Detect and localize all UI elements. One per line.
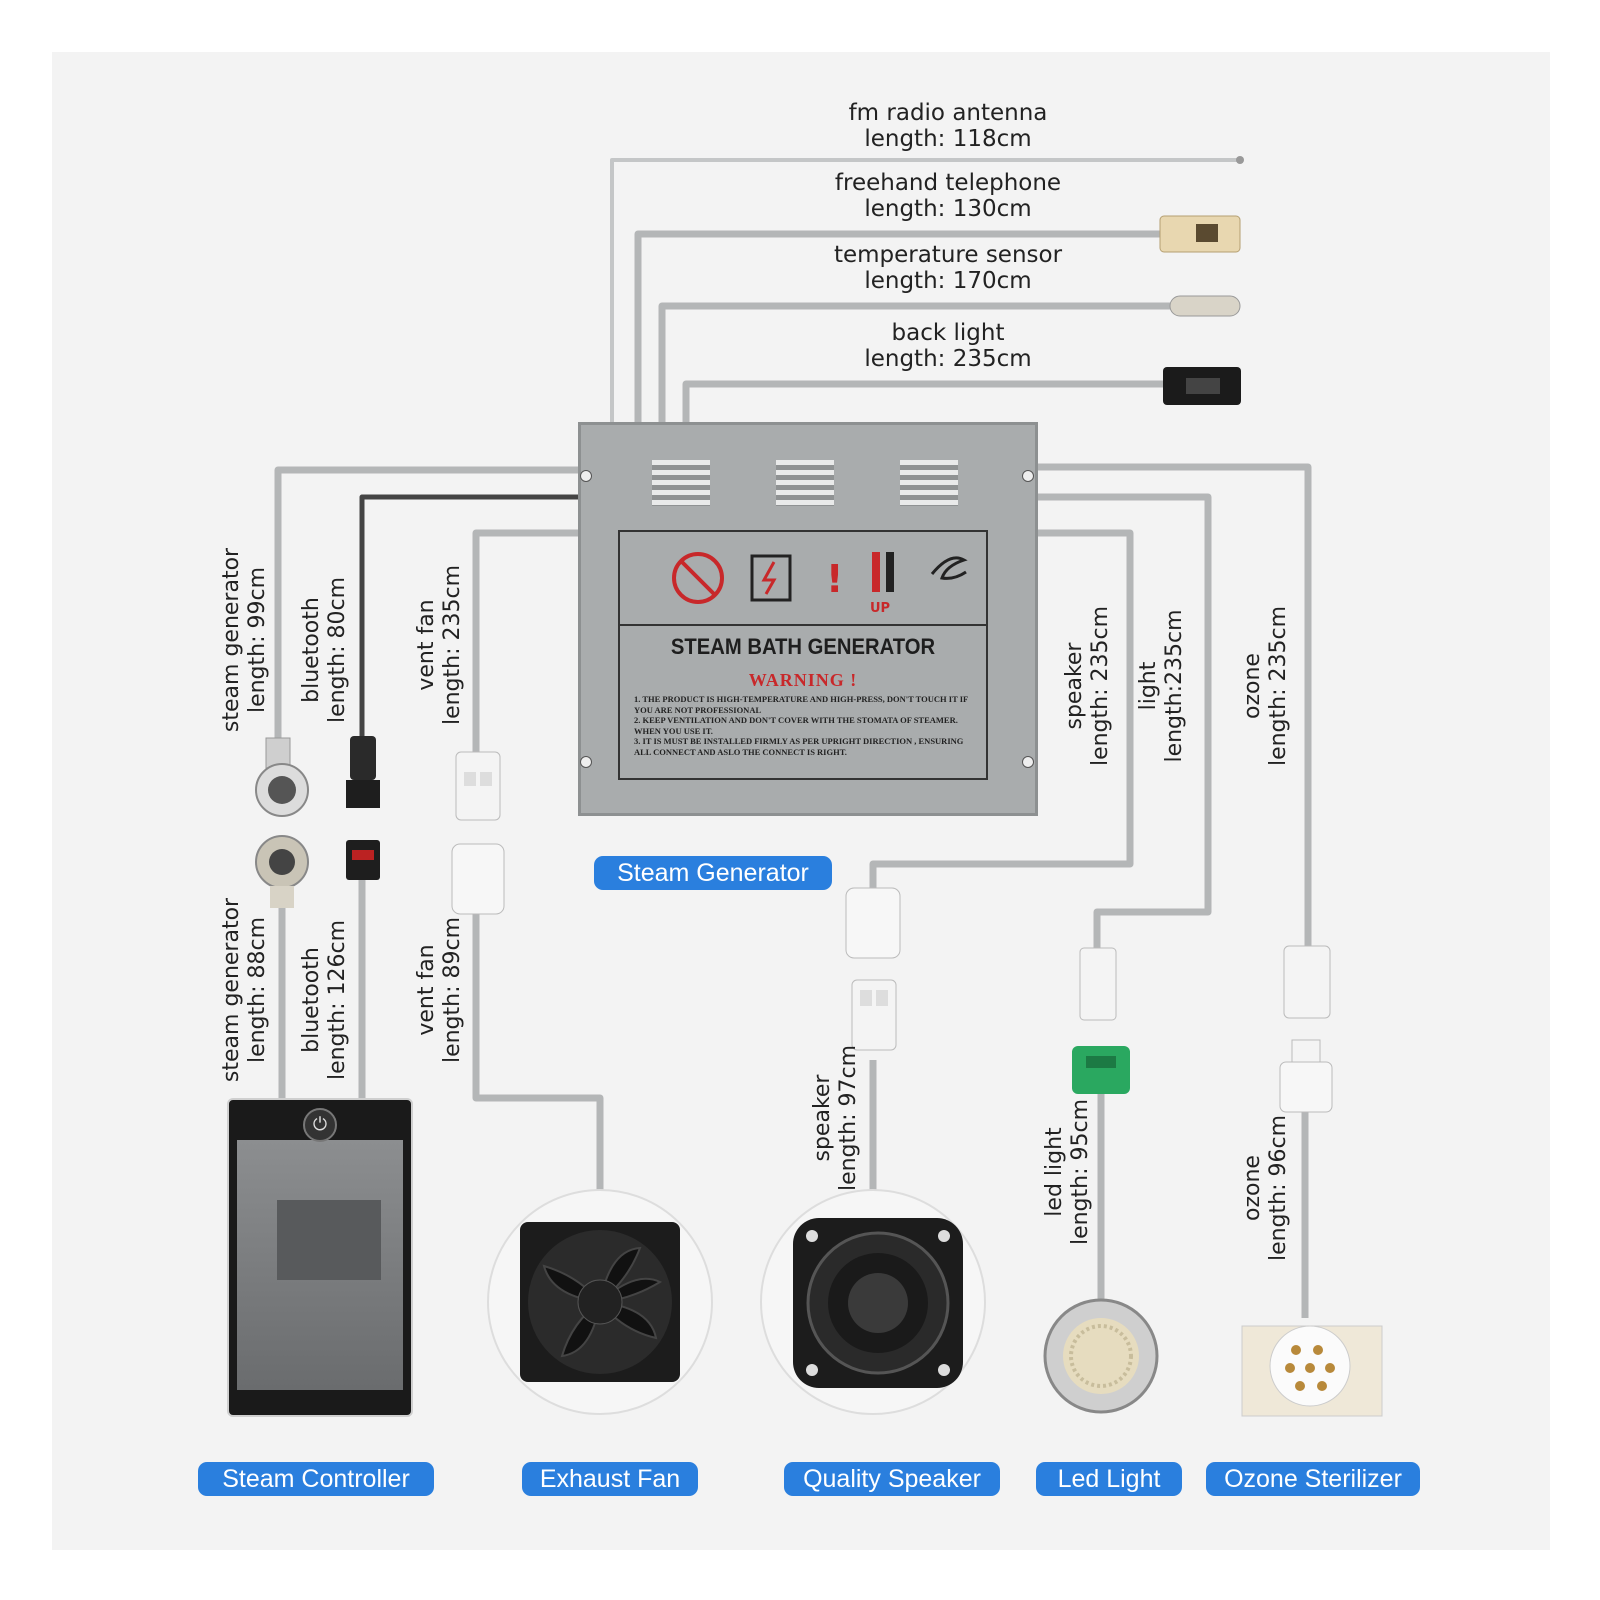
bluetooth-plug-upper bbox=[346, 736, 380, 808]
temperature-probe-icon bbox=[1169, 295, 1241, 317]
bluetooth-plug-lower bbox=[346, 840, 380, 880]
screw-icon bbox=[580, 470, 592, 482]
led-light-image bbox=[1043, 1298, 1159, 1414]
cable-freehand-telephone bbox=[634, 230, 1160, 422]
ozone-sterilizer-image bbox=[1241, 1325, 1383, 1417]
electric-hazard-icon bbox=[750, 554, 792, 602]
warning-rule: 3. It is must be installed firmly as per… bbox=[634, 736, 964, 757]
antenna-tip-icon bbox=[1236, 156, 1244, 164]
cable-vent-fan-lower bbox=[472, 910, 604, 1190]
cable-name: back light bbox=[891, 320, 1005, 346]
steam-generator-round-connector-lower bbox=[255, 835, 309, 908]
exhaust-fan-label: Exhaust Fan bbox=[522, 1462, 698, 1496]
cable-name: fm radio antenna bbox=[848, 100, 1048, 126]
no-touch-icon bbox=[672, 552, 724, 604]
cable-bluetooth-upper bbox=[359, 494, 578, 740]
generator-warning-rules: 1. The product is high-temperature and h… bbox=[634, 694, 974, 757]
cable-back-light bbox=[682, 380, 1165, 422]
vent-fan-connector-upper bbox=[455, 751, 501, 821]
light-connector-upper bbox=[1079, 947, 1117, 1021]
controller-screen bbox=[277, 1200, 381, 1280]
controller-face bbox=[237, 1140, 403, 1390]
generator-warning-heading: WARNING ! bbox=[748, 670, 858, 690]
led-light-label: Led Light bbox=[1036, 1462, 1182, 1496]
ozone-connector-upper bbox=[1283, 945, 1331, 1019]
warning-icons: ! UP bbox=[672, 552, 968, 616]
screw-icon bbox=[1022, 756, 1034, 768]
generator-title: STEAM BATH GENERATOR bbox=[670, 634, 936, 659]
cable-length: length: 130cm bbox=[864, 196, 1032, 222]
quality-speaker-image bbox=[760, 1189, 986, 1415]
steam-generator-label: Steam Generator bbox=[594, 856, 832, 890]
cable-name: freehand telephone bbox=[834, 170, 1062, 196]
steam-controller-label: Steam Controller bbox=[198, 1462, 434, 1496]
upright-arrows-icon bbox=[872, 552, 894, 592]
vent-fan-connector-lower bbox=[451, 843, 505, 915]
brand-logo-icon bbox=[930, 556, 968, 580]
warning-icons-row: ! UP bbox=[620, 532, 986, 626]
vent-slots bbox=[900, 460, 958, 506]
quality-speaker-label: Quality Speaker bbox=[784, 1462, 1000, 1496]
vent-slots bbox=[776, 460, 834, 506]
speaker-connector-lower bbox=[851, 979, 897, 1051]
steam-controller-image: ⏻ bbox=[227, 1098, 413, 1417]
speaker-connector-upper bbox=[845, 887, 901, 959]
up-label: UP bbox=[870, 601, 890, 616]
warning-rule: 1. The product is high-temperature and h… bbox=[634, 694, 968, 715]
generator-warning-panel: ! UP STEAM BATH GENERATOR WARNING ! 1. T… bbox=[618, 530, 988, 780]
cable-light-upper bbox=[1038, 493, 1212, 950]
cable-speaker-upper bbox=[869, 529, 1134, 890]
screw-icon bbox=[580, 756, 592, 768]
screw-icon bbox=[1022, 470, 1034, 482]
cable-length: length: 235cm bbox=[864, 346, 1032, 372]
ozone-sterilizer-label: Ozone Sterilizer bbox=[1206, 1462, 1420, 1496]
cable-temperature-sensor bbox=[658, 302, 1170, 422]
exhaust-fan-image bbox=[487, 1189, 713, 1415]
vent-slots bbox=[652, 460, 710, 506]
cable-fm-radio-antenna bbox=[610, 158, 1240, 422]
ozone-connector-lower bbox=[1279, 1039, 1333, 1113]
warning-rule: 2. Keep ventilation and don't cover with… bbox=[634, 715, 958, 736]
exclamation-icon: ! bbox=[826, 557, 843, 601]
led-light-connector-green bbox=[1072, 1046, 1130, 1094]
cable-length: length: 118cm bbox=[864, 126, 1032, 152]
cable-vent-fan-upper bbox=[472, 529, 578, 760]
cable-name: temperature sensor bbox=[833, 242, 1063, 268]
power-icon: ⏻ bbox=[303, 1108, 337, 1142]
cable-length: length: 170cm bbox=[864, 268, 1032, 294]
cable-ozone-upper bbox=[1038, 463, 1312, 950]
steam-generator-round-connector-upper bbox=[255, 737, 309, 817]
back-light-plug-icon bbox=[1163, 367, 1241, 405]
telephone-jack-icon bbox=[1159, 215, 1241, 253]
cable-steam-generator-upper bbox=[274, 466, 578, 750]
